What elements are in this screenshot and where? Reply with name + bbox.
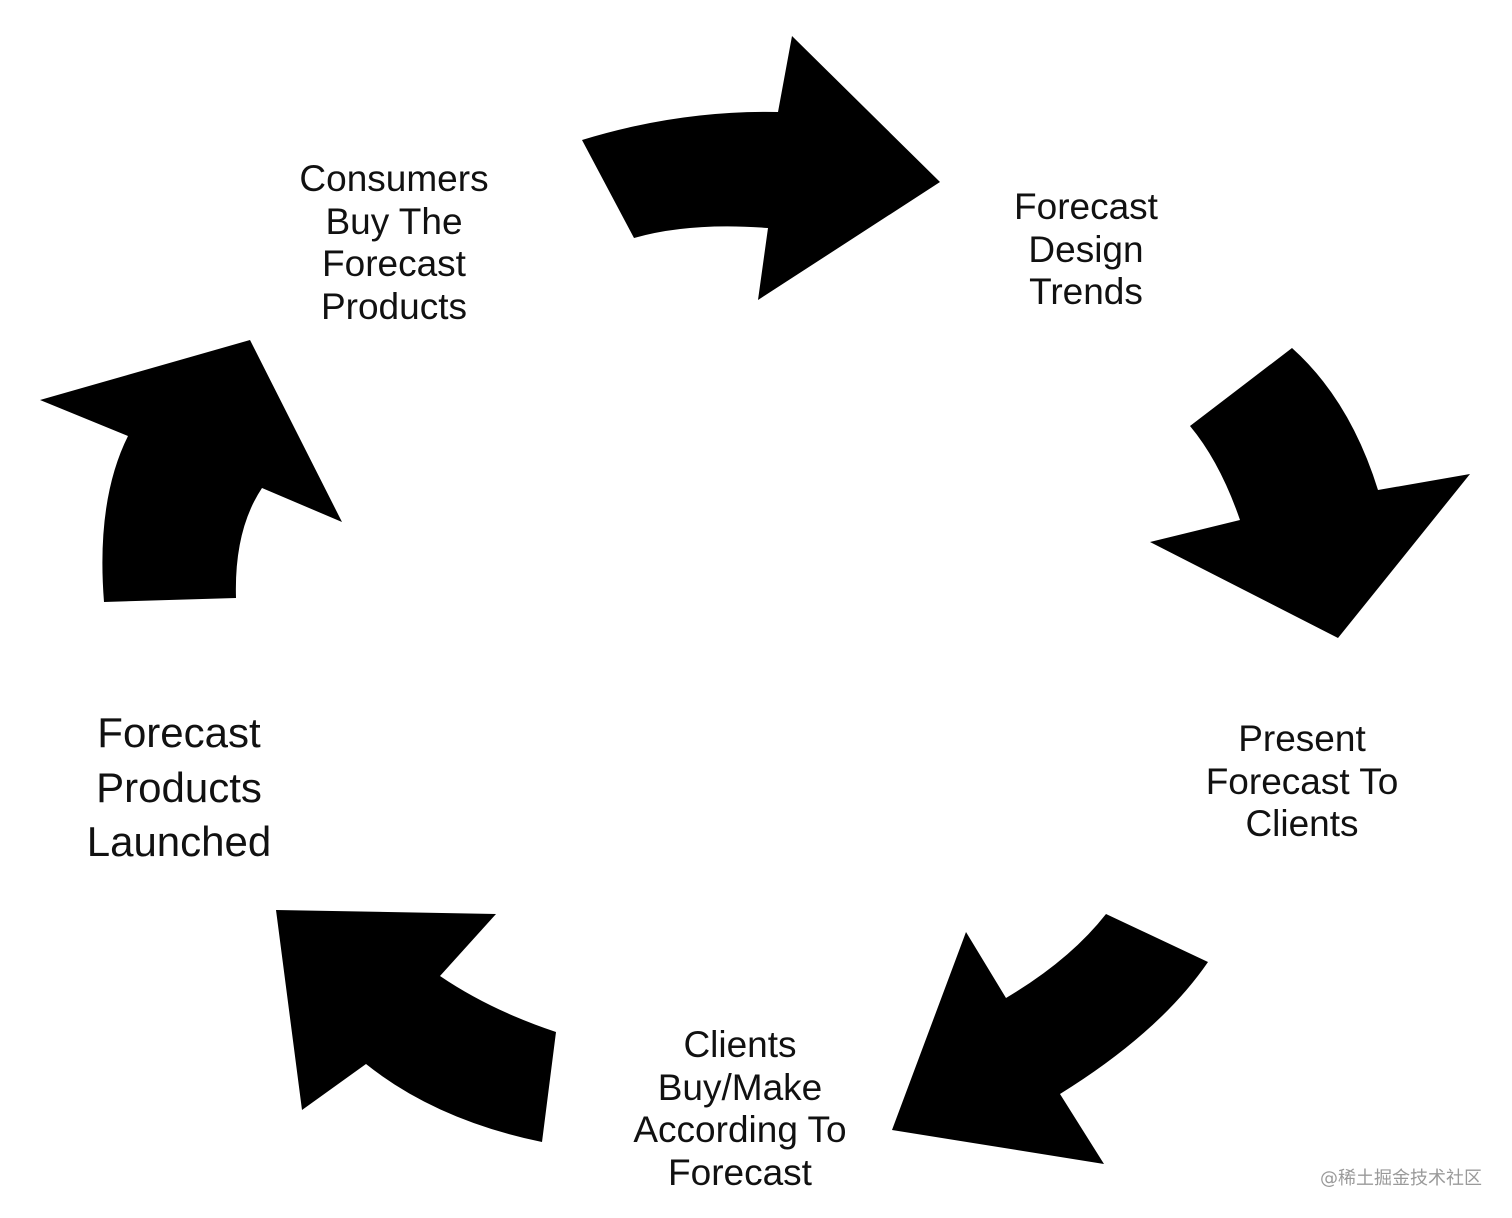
stage-line: Forecast <box>668 1151 812 1193</box>
stage-line: Present <box>1238 718 1366 759</box>
stage-line: Forecast <box>1014 186 1158 227</box>
stage-line: Forecast To <box>1205 760 1399 802</box>
arrow-trends-to-present <box>1150 348 1470 638</box>
stage-line: According To <box>633 1109 847 1151</box>
stage-consumers-buy-products: Consumers Buy The Forecast Products <box>254 158 534 328</box>
stage-line: Forecast <box>97 709 261 756</box>
stage-line: Buy The <box>325 200 463 242</box>
stage-line: Products <box>320 285 467 327</box>
stage-line: Design <box>1028 228 1144 270</box>
watermark: @稀土掘金技术社区 <box>1320 1168 1482 1189</box>
stage-line: Clients <box>683 1024 797 1065</box>
stage-line: Consumers <box>299 158 489 199</box>
stage-forecast-design-trends: Forecast Design Trends <box>966 186 1206 314</box>
stage-line: Trends <box>1029 271 1143 313</box>
stage-line: Buy/Make <box>657 1066 823 1108</box>
arrow-clients-buy-to-launched <box>276 910 556 1142</box>
arrow-present-to-clients-buy <box>892 914 1208 1164</box>
stage-line: Launched <box>86 818 272 866</box>
stage-line: Forecast <box>322 243 466 285</box>
stage-line: Clients <box>1245 803 1359 845</box>
stage-forecast-products-launched: Forecast Products Launched <box>54 706 304 870</box>
stage-line: Products <box>96 763 262 811</box>
stage-present-forecast-to-clients: Present Forecast To Clients <box>1160 718 1444 846</box>
stage-clients-buy-make: Clients Buy/Make According To Forecast <box>590 1024 890 1194</box>
arrow-launched-to-consumers <box>40 340 342 602</box>
arrow-consumers-to-forecast-trends <box>582 36 940 300</box>
